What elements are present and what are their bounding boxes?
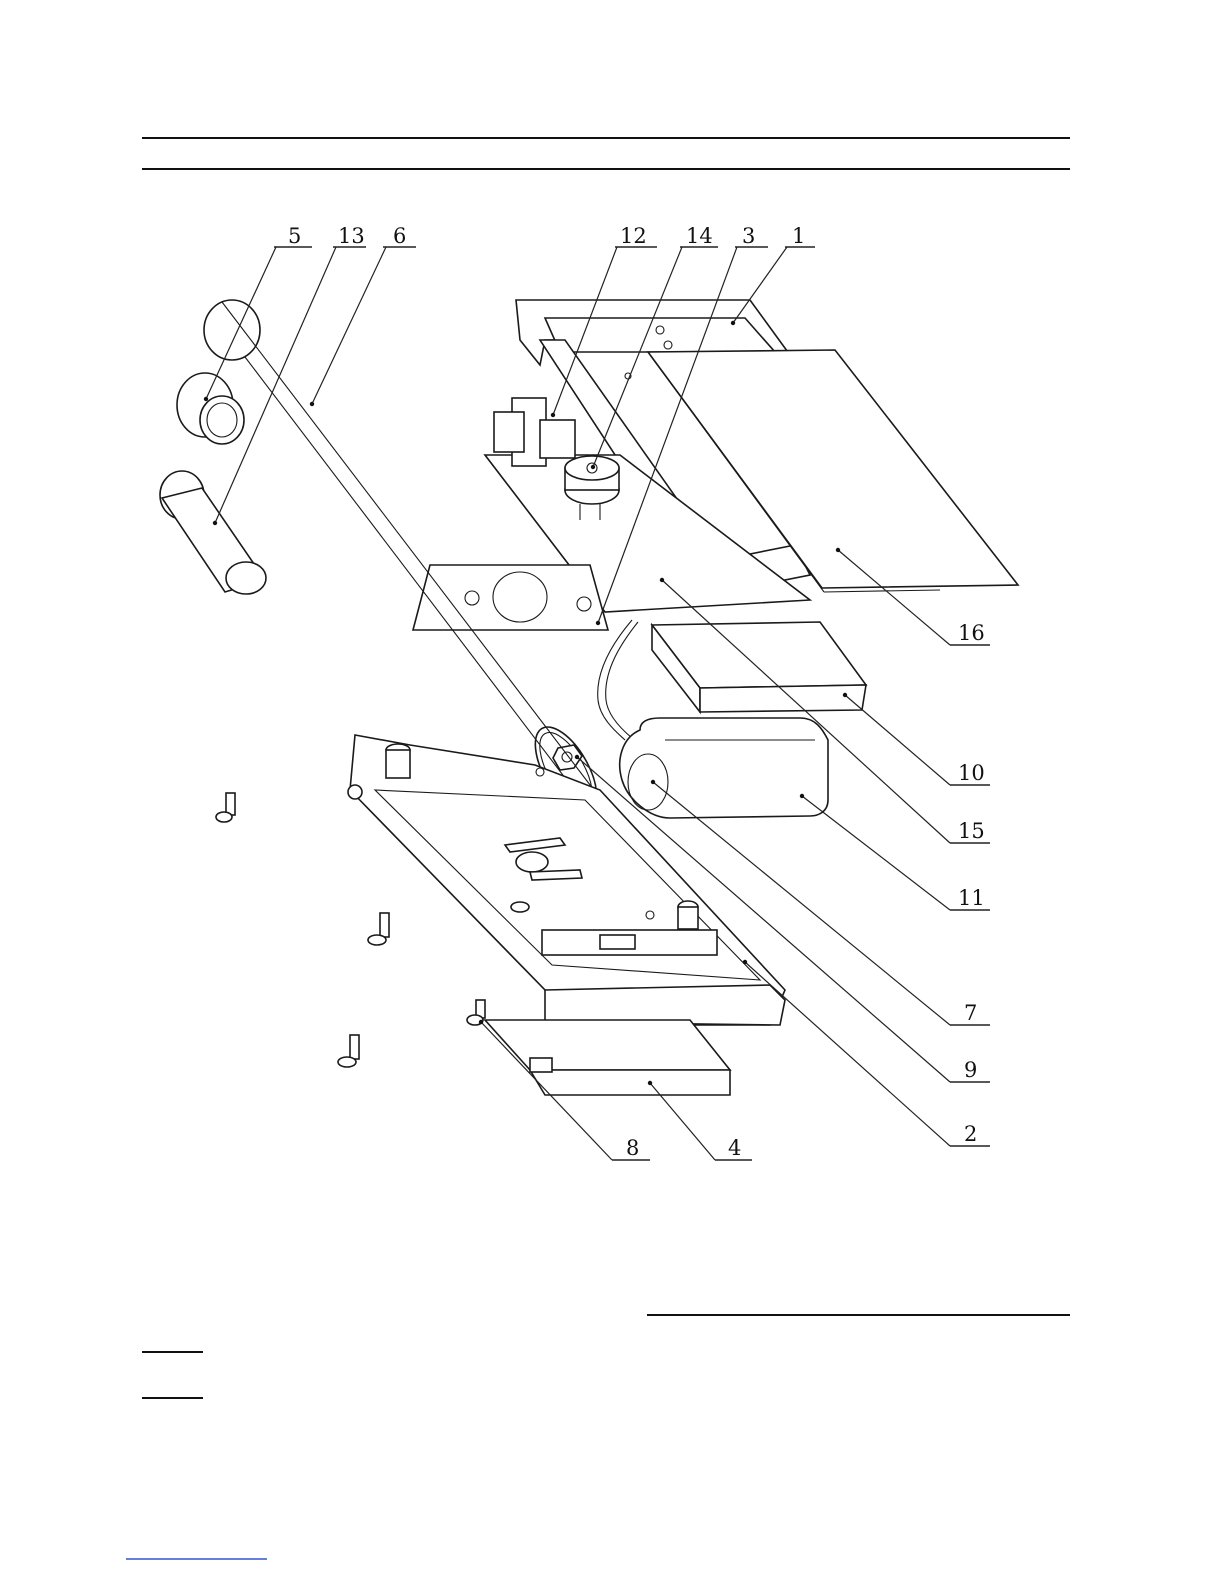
callout-13: 13 (338, 224, 365, 248)
part-3-mounting-plate (413, 565, 608, 630)
callout-5: 5 (288, 224, 301, 248)
callout-6: 6 (393, 224, 406, 248)
callout-2: 2 (964, 1122, 977, 1146)
screw-icon (338, 1035, 359, 1067)
callout-14: 14 (686, 224, 713, 248)
part-6-tube-panel (204, 300, 600, 798)
screw-icon (216, 793, 235, 822)
part-11-battery (620, 718, 828, 818)
callout-10: 10 (958, 761, 985, 785)
callout-16: 16 (958, 621, 985, 645)
callout-8: 8 (626, 1136, 639, 1160)
callout-7: 7 (964, 1001, 977, 1025)
callout-9: 9 (964, 1058, 977, 1082)
callout-15: 15 (958, 819, 985, 843)
part-5-coupling (177, 373, 244, 444)
part-10-battery-block (652, 622, 866, 712)
callout-11: 11 (958, 886, 985, 910)
wire (598, 620, 632, 740)
callout-12: 12 (620, 224, 647, 248)
screw-icon (368, 913, 389, 945)
callout-1: 1 (792, 224, 805, 248)
part-4-battery-cover (485, 1020, 730, 1095)
part-13-roller (160, 471, 266, 594)
callout-3: 3 (742, 224, 755, 248)
callout-4: 4 (728, 1136, 741, 1160)
